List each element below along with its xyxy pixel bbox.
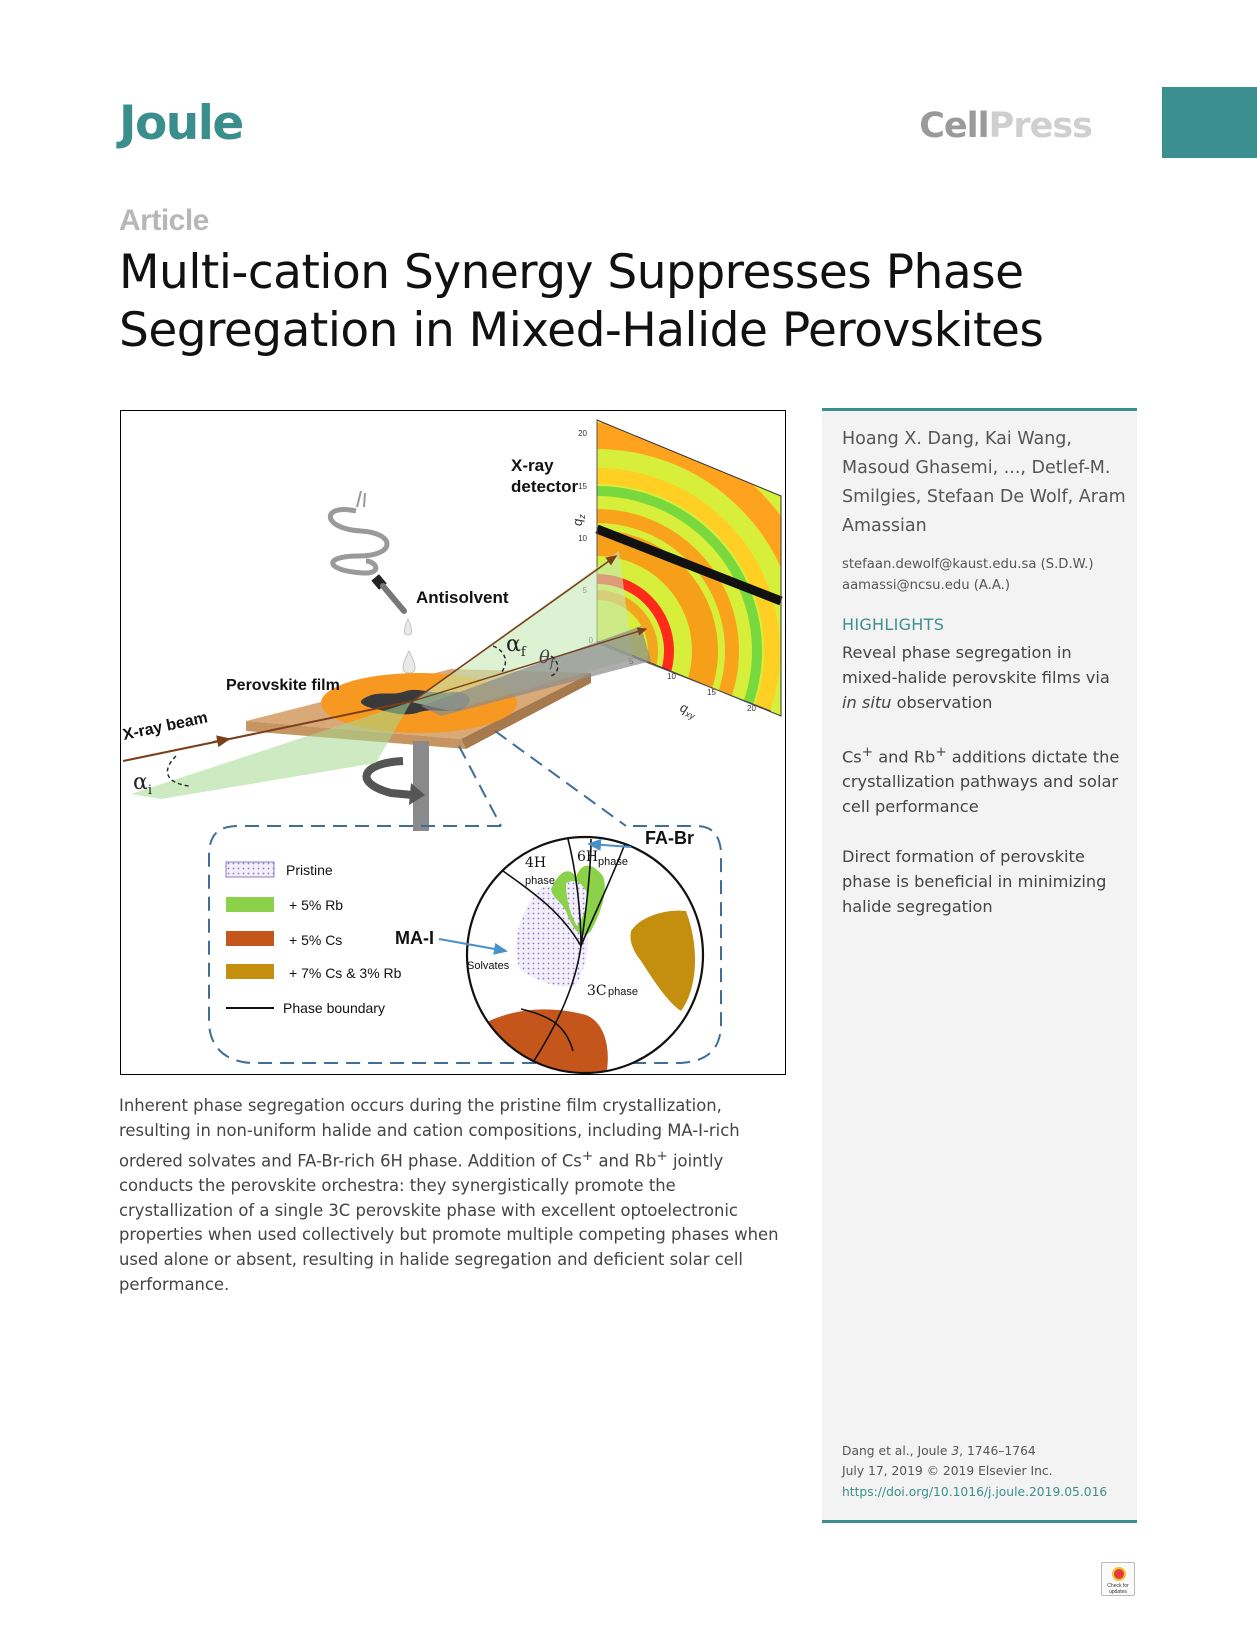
qxy-axis-label: qxy [677, 700, 699, 722]
citation-text-a: Dang et al., Joule [842, 1443, 952, 1458]
citation-line-2: July 17, 2019 © 2019 Elsevier Inc. [842, 1464, 1053, 1478]
pipette-icon [327, 490, 416, 674]
alpha-f-label: αf [506, 632, 527, 660]
highlights-heading: HIGHLIGHTS [842, 615, 945, 634]
legend-label-pristine: Pristine [286, 862, 333, 878]
alpha-i-label: αi [133, 770, 152, 798]
check-updates-line-1: Check for [1107, 1583, 1129, 1589]
highlight-2-sup-2: + [935, 744, 947, 760]
phase-diagram [438, 835, 705, 1074]
publisher-logo-cell: Cell [919, 106, 989, 146]
phase-6h-label: 6H [577, 849, 598, 865]
phase-3c-sub-label: phase [608, 986, 638, 998]
check-updates-icon [1112, 1567, 1126, 1581]
ma-i-label: MA-I [395, 928, 434, 948]
title-line-2: Segregation in Mixed-Halide Perovskites [119, 303, 1044, 358]
citation-block: Dang et al., Joule 3, 1746–1764 July 17,… [842, 1441, 1107, 1503]
title-line-1: Multi-cation Synergy Suppresses Phase [119, 245, 1024, 300]
highlight-2-text-b: and Rb [873, 747, 936, 767]
xray-beam [122, 551, 651, 799]
summary-paragraph: Inherent phase segregation occurs during… [119, 1094, 789, 1298]
publisher-logo-press: Press [988, 106, 1093, 146]
solvates-label: Solvates [467, 960, 510, 972]
qz-tick-10: 10 [578, 534, 587, 543]
citation-line-1: Dang et al., Joule 3, 1746–1764 [842, 1441, 1107, 1462]
legend-swatch-cs [226, 931, 274, 946]
citation-volume: 3 [951, 1443, 960, 1458]
article-type: Article [119, 204, 209, 237]
highlight-1-emphasis: in situ [842, 693, 892, 712]
perovskite-film-label: Perovskite film [226, 677, 340, 694]
antisolvent-label: Antisolvent [416, 588, 509, 607]
xray-detector-label-1: X-ray [511, 456, 554, 475]
summary-text-3: jointly conducts the perovskite orchestr… [119, 1151, 779, 1295]
email-list: stefaan.dewolf@kaust.edu.sa (S.D.W.) aam… [842, 554, 1094, 596]
qz-tick-20: 20 [578, 429, 587, 438]
journal-logo: Joule [119, 96, 244, 151]
legend-swatch-pristine [225, 861, 275, 878]
inset-legend: Pristine + 5% Rb + 5% Cs + 7% Cs & 3% Rb… [225, 861, 402, 1016]
summary-text-2: and Rb [593, 1151, 657, 1171]
highlights-list: Reveal phase segregation in mixed-halide… [842, 640, 1127, 944]
phase-3c-label: 3C [587, 983, 607, 999]
qxy-tick-20: 20 [747, 704, 756, 713]
phase-4h-sub-label: phase [525, 875, 555, 887]
highlight-item-3: Direct formation of perovskite phase is … [842, 847, 1107, 917]
highlight-item-1: Reveal phase segregation in mixed-halide… [842, 640, 1127, 715]
author-list: Hoang X. Dang, Kai Wang, Masoud Ghasemi,… [842, 429, 1126, 536]
qz-axis-label: qz [570, 514, 587, 526]
citation-text-c: , 1746–1764 [959, 1443, 1036, 1458]
header-color-tab [1162, 87, 1257, 158]
highlight-2-text-c: additions dictate the crystallization pa… [842, 747, 1120, 817]
qxy-tick-10: 10 [667, 672, 676, 681]
summary-sup-2: + [656, 1147, 668, 1164]
inset-callout [208, 730, 722, 1064]
highlight-1-text-a: Reveal phase segregation in mixed-halide… [842, 643, 1110, 687]
qxy-tick-15: 15 [707, 688, 716, 697]
phase-6h-sub-label: phase [598, 856, 628, 868]
qz-tick-15: 15 [578, 482, 587, 491]
highlight-item-2: Cs+ and Rb+ additions dictate the crysta… [842, 740, 1127, 819]
xray-detector-label-2: detector [511, 477, 578, 496]
publisher-logo: CellPress [919, 106, 1093, 146]
fa-br-label: FA-Br [645, 828, 694, 848]
graphical-abstract-svg: 20 15 10 5 0 qz 5 10 15 20 qxy X-ray det… [121, 419, 783, 1074]
legend-label-cs-rb: + 7% Cs & 3% Rb [289, 965, 402, 981]
email-link-dewolf[interactable]: stefaan.dewolf@kaust.edu.sa (S.D.W.) [842, 557, 1094, 572]
article-title: Multi-cation Synergy Suppresses Phase Se… [119, 244, 1079, 360]
check-updates-line-2: updates [1109, 1589, 1127, 1595]
highlight-2-text-a: Cs [842, 747, 862, 767]
highlight-1-text-c: observation [891, 693, 993, 712]
legend-swatch-rb [226, 897, 274, 912]
legend-label-cs: + 5% Cs [289, 932, 342, 948]
theta-f-label: θf [539, 647, 556, 670]
doi-link[interactable]: https://doi.org/10.1016/j.joule.2019.05.… [842, 1484, 1108, 1499]
email-link-amassian[interactable]: aamassi@ncsu.edu (A.A.) [842, 578, 1010, 593]
legend-label-boundary: Phase boundary [283, 1000, 385, 1016]
sidebar: Hoang X. Dang, Kai Wang, Masoud Ghasemi,… [822, 408, 1137, 1523]
legend-swatch-cs-rb [226, 964, 274, 979]
phase-4h-label: 4H [525, 855, 546, 871]
highlight-2-sup-1: + [861, 744, 874, 760]
summary-text-1: Inherent phase segregation occurs during… [119, 1096, 740, 1171]
legend-label-rb: + 5% Rb [289, 897, 343, 913]
summary-sup-1: + [581, 1147, 594, 1164]
graphical-abstract: 20 15 10 5 0 qz 5 10 15 20 qxy X-ray det… [120, 410, 786, 1075]
